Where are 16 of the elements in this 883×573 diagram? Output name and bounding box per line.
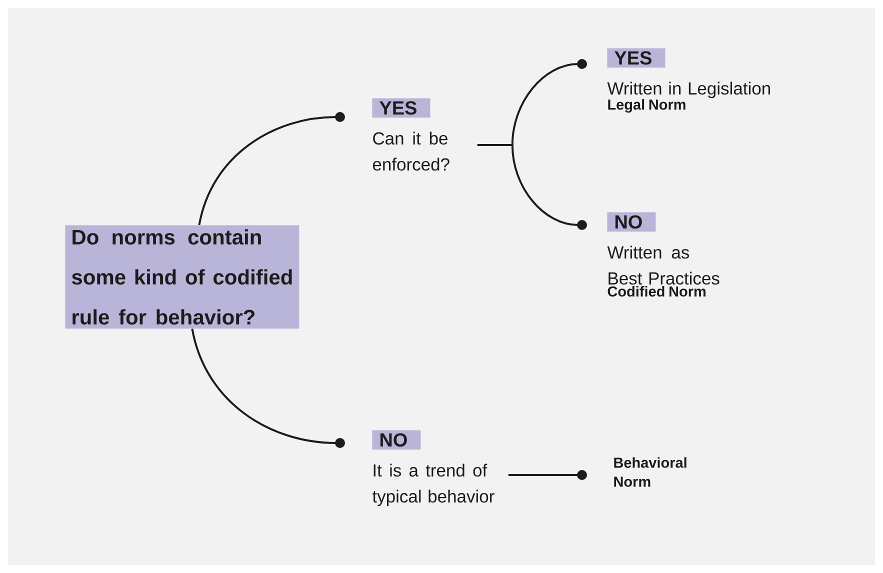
question-box: Do norms contain some kind of codified rule for behavior?: [65, 225, 300, 329]
node-label: Codified Norm: [608, 286, 706, 297]
answer-block: YES Written in Legislation Legal Norm: [607, 48, 770, 113]
node-label: Legal Norm: [608, 99, 686, 113]
connector: [508, 470, 587, 480]
node-label: Can it be enforced?: [372, 132, 450, 171]
node-label: Written in Legislation: [607, 82, 770, 98]
connector: [477, 144, 587, 230]
answer-block: YES Can it be enforced?: [372, 98, 450, 171]
result-text: Behavioral Norm: [614, 457, 686, 487]
connector: [198, 112, 345, 226]
answer-block: NO It is a trend of typical behavior: [372, 430, 494, 506]
answer-block: NO Written as Best Practices Codified Norm: [607, 212, 720, 297]
node-label: It is a trend of typical behavior: [372, 464, 494, 506]
connector: [191, 328, 345, 448]
node-label: Written as Best Practices: [607, 246, 720, 285]
